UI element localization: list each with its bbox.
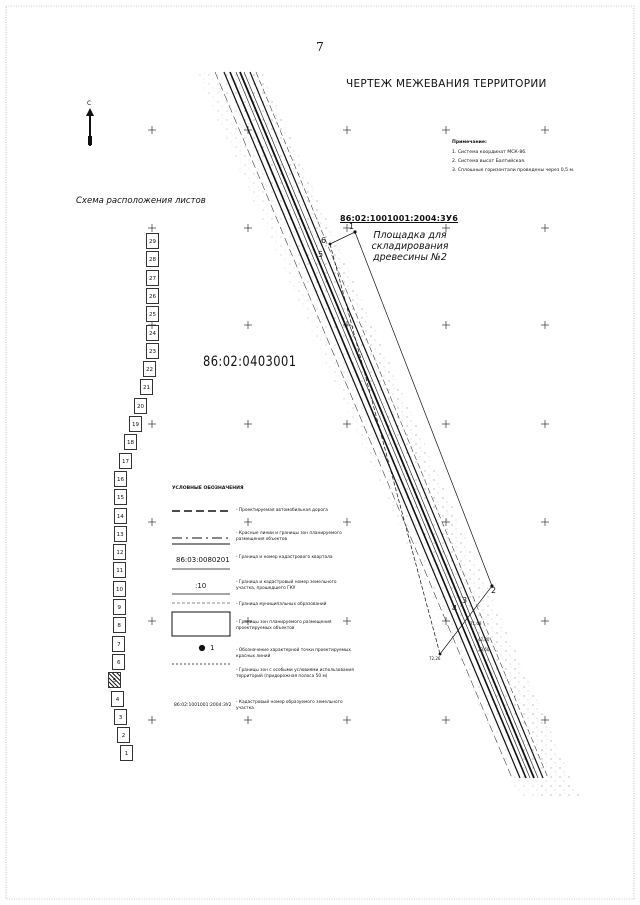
legend-label: - Граница муниципальных образований — [236, 602, 327, 607]
north-arrow-icon: С — [86, 100, 94, 150]
site-boundary — [329, 231, 493, 655]
dimension-label: 72,26 — [429, 656, 441, 661]
sheet-cell: 21 — [140, 379, 153, 396]
site-label: Площадка для складирования древесины №2 — [371, 230, 449, 263]
sheet-cell: 17 — [119, 452, 132, 469]
sheet-cell: 9 — [112, 599, 126, 615]
sheet-cell: 14 — [113, 507, 127, 524]
sheet-cell: 4 — [111, 690, 124, 707]
legend-label: - Обозначение характерной точки проектир… — [236, 648, 351, 659]
sheet-cell: 16 — [114, 470, 127, 487]
sheet-cell: 25 — [146, 306, 159, 323]
sheet-cell: 20 — [134, 397, 147, 414]
legend-code: 1 — [210, 644, 215, 652]
legend-label: - Граница и номер кадастрового квартала — [236, 555, 333, 560]
sheet-scheme-title: Схема расположения листов — [76, 196, 206, 206]
note-item: 1. Система координат МСК-86. — [452, 150, 527, 155]
sheet-cell: 29 — [146, 233, 159, 249]
dimension-label: 42,80 — [478, 637, 490, 642]
sheet-cell: 12 — [113, 544, 127, 561]
sheet-cell: 26 — [146, 287, 159, 304]
page-number: 7 — [316, 40, 324, 54]
terrain-stipple — [196, 72, 540, 798]
sheet-cell: 18 — [124, 434, 137, 451]
sheet-cell: 11 — [113, 562, 127, 579]
drawing-title: ЧЕРТЕЖ МЕЖЕВАНИЯ ТЕРРИТОРИИ — [346, 78, 547, 90]
sheet-cell: 6 — [112, 653, 126, 670]
plot-cadastral-number: 86:02:1001001:2004:3У6 — [340, 214, 458, 223]
legend-symbols — [171, 510, 231, 665]
sheet-cell: 28 — [146, 251, 159, 268]
sheet-cell: 10 — [113, 580, 126, 597]
vertex-label: 5 — [318, 250, 324, 259]
sheet-cell: 3 — [114, 708, 127, 725]
legend-code: 86:02:1001001:2004:3У2 — [174, 703, 232, 708]
sheet-cell: 2 — [117, 727, 130, 744]
sheet-cell: 5 — [108, 672, 121, 689]
cadastral-quarter-label: 86:02:0403001 — [203, 354, 297, 370]
legend-title: УСЛОВНЫЕ ОБОЗНАЧЕНИЯ — [172, 486, 244, 491]
sheet-cell: 7 — [112, 635, 126, 652]
vertex-label: 1 — [349, 222, 355, 231]
notes-block: Примечание: 1. Система координат МСК-86.… — [452, 138, 582, 175]
legend-label: - Границы зон планируемого размещения пр… — [236, 620, 332, 631]
legend-label: - Кадастровый номер образуемого земельно… — [236, 700, 343, 711]
note-item: 3. Сплошные горизонтали проведены через … — [452, 168, 575, 173]
sheet-cell: 8 — [112, 617, 126, 634]
vertex-label: 3 — [462, 596, 468, 605]
vertex-label: 6 — [321, 236, 327, 245]
dimension-label: 33,60 — [478, 647, 490, 652]
north-label: С — [87, 100, 92, 107]
sheet-cell: 1 — [120, 745, 133, 762]
vertex-label: 2 — [491, 586, 497, 595]
sheet-cell: 13 — [113, 525, 127, 542]
frame-border — [5, 5, 635, 900]
sheet-cell: 15 — [114, 489, 127, 506]
sheet-cell: 19 — [129, 416, 142, 432]
dimension-label: 21,68 — [470, 621, 482, 626]
legend-code: 86:03:0080201 — [176, 556, 230, 564]
legend-label: - Границы зон с особыми условиями исполь… — [236, 668, 354, 679]
legend-label: - Проектируемая автомобильная дорога — [236, 508, 328, 513]
vertex-points — [328, 230, 494, 656]
legend-code: :10 — [195, 582, 207, 590]
notes-heading: Примечание: — [452, 140, 487, 145]
sheet-cell: 27 — [146, 269, 159, 286]
legend-label: - Граница и кадастровый номер земельного… — [236, 580, 337, 591]
sheet-cell: 22 — [143, 361, 156, 378]
vertex-label: 4 — [452, 604, 458, 613]
legend-label: - Красные линии и границы зон планируемо… — [236, 531, 342, 542]
note-item: 2. Система высот Балтийская. — [452, 159, 526, 164]
road-lines — [214, 71, 549, 779]
sheet-cell: 23 — [146, 342, 159, 359]
